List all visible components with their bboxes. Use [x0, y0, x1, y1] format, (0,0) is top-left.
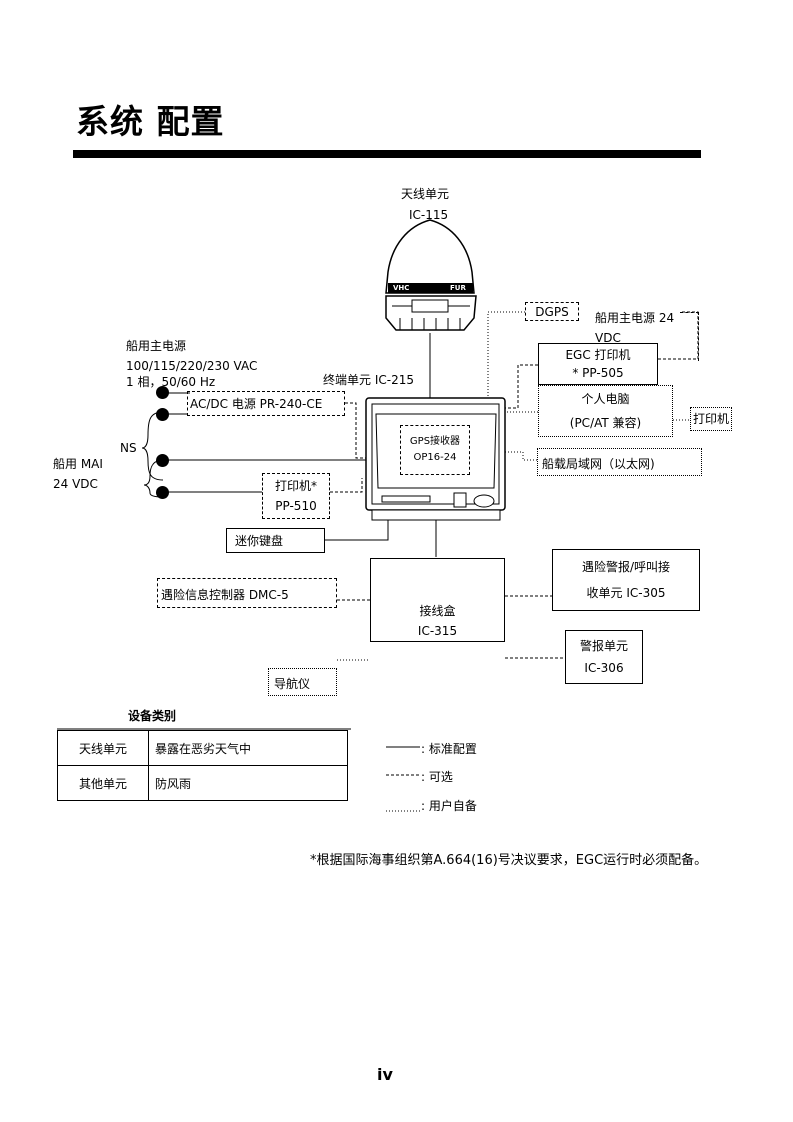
pc-printer-label: 打印机: [692, 412, 729, 426]
ship-power-spec2: 1 相，50/60 Hz: [126, 375, 216, 389]
antenna-label: 天线单元: [401, 187, 450, 201]
page-title: 系统 配置: [76, 102, 225, 141]
mini-keyboard-box: 迷你键盘: [226, 528, 325, 553]
ns-label: NS: [120, 441, 137, 455]
power24-label: 船用主电源 24: [595, 311, 675, 325]
dmc-box: 遇险信息控制器 DMC-5: [157, 578, 337, 608]
gps-receiver-box: GPS接收器 OP16-24: [400, 425, 470, 475]
pc-box: 个人电脑 (PC/AT 兼容): [538, 385, 673, 437]
ship-power-spec: 100/115/220/230 VAC: [126, 359, 258, 373]
ns-brace: [141, 411, 164, 481]
pc-model: (PC/AT 兼容): [569, 416, 642, 430]
power24-bracket: [680, 312, 699, 361]
pc-label: 个人电脑: [581, 392, 630, 406]
antenna-brand-left: VHC: [393, 284, 410, 292]
junction-box: 接线盒 IC-315: [370, 558, 505, 642]
lan-label: 船载局域网（以太网): [542, 457, 655, 471]
legend-optional: : 可选: [421, 770, 453, 784]
alarm-unit-model: IC-306: [584, 661, 624, 675]
antenna-model: IC-115: [409, 208, 449, 222]
footnote: *根据国际海事组织第A.664(16)号决议要求，EGC运行时必须配备。: [310, 853, 708, 868]
distress-alert-model: 收单元 IC-305: [586, 586, 666, 600]
dgps-cable: [487, 311, 525, 398]
lan-cable: [505, 451, 537, 461]
dmc-label: 遇险信息控制器 DMC-5: [161, 588, 289, 602]
navigator-label: 导航仪: [274, 677, 311, 691]
egc-printer-label: EGC 打印机: [565, 348, 631, 362]
dgps-box: DGPS: [525, 302, 579, 321]
egc-printer-box: EGC 打印机 * PP-505: [538, 343, 658, 385]
junction-model: IC-315: [417, 624, 458, 638]
distress-alert-label: 遇险警报/呼叫接: [581, 560, 671, 574]
keyboard-cable: [325, 512, 389, 541]
gps-receiver-label: GPS接收器: [409, 436, 461, 447]
alarm-unit-label: 警报单元: [579, 639, 628, 653]
ship-power-title: 船用主电源: [126, 339, 187, 353]
connector-dot: [156, 486, 169, 499]
dgps-label: DGPS: [535, 304, 569, 319]
legend-user: : 用户自备: [421, 799, 477, 813]
category-desc: 防风雨: [148, 765, 348, 801]
printer510-cable: [330, 478, 363, 493]
printer510-label: 打印机*: [274, 479, 317, 493]
egc-printer-cable: [505, 364, 538, 409]
acdc-label: AC/DC 电源 PR-240-CE: [190, 397, 323, 411]
mini-keyboard-label: 迷你键盘: [235, 534, 284, 548]
category-heading: 设备类别: [128, 709, 177, 723]
mai-brace: [143, 459, 164, 498]
category-table: 天线单元 暴露在恶劣天气中 其他单元 防风雨: [57, 730, 348, 801]
ship-dc-label: 船用 MAI: [53, 457, 103, 471]
terminal-label: 终端单元 IC-215: [323, 373, 414, 387]
terminal-drawing: [365, 397, 506, 521]
table-row: 其他单元 防风雨: [57, 765, 348, 801]
alarm-unit-box: 警报单元 IC-306: [565, 630, 643, 684]
pc-printer-box: 打印机: [690, 407, 732, 431]
junction-label: 接线盒: [419, 604, 456, 618]
legend-standard: : 标准配置: [421, 742, 477, 756]
category-unit: 天线单元: [57, 730, 149, 766]
printer510-model: PP-510: [275, 499, 317, 513]
category-desc: 暴露在恶劣天气中: [148, 730, 348, 766]
egc-printer-model: * PP-505: [572, 366, 624, 380]
title-underline: [73, 150, 701, 158]
printer510-box: 打印机* PP-510: [262, 473, 330, 519]
distress-alert-box: 遇险警报/呼叫接 收单元 IC-305: [552, 549, 700, 611]
gps-receiver-model: OP16-24: [413, 452, 457, 463]
power24-label2: VDC: [595, 331, 621, 345]
connector-dot: [156, 386, 169, 399]
connector-dot: [156, 408, 169, 421]
category-unit: 其他单元: [57, 765, 149, 801]
connector-dot: [156, 454, 169, 467]
navigator-box: 导航仪: [268, 668, 337, 696]
antenna-brand-right: FUR: [450, 284, 466, 292]
acdc-cable: [345, 402, 366, 459]
acdc-box: AC/DC 电源 PR-240-CE: [187, 391, 345, 416]
antenna-drawing: [385, 219, 477, 331]
ship-dc-spec: 24 VDC: [53, 477, 98, 491]
page-number: iv: [377, 1065, 393, 1084]
lan-box: 船载局域网（以太网): [537, 448, 702, 476]
table-row: 天线单元 暴露在恶劣天气中: [57, 730, 348, 766]
